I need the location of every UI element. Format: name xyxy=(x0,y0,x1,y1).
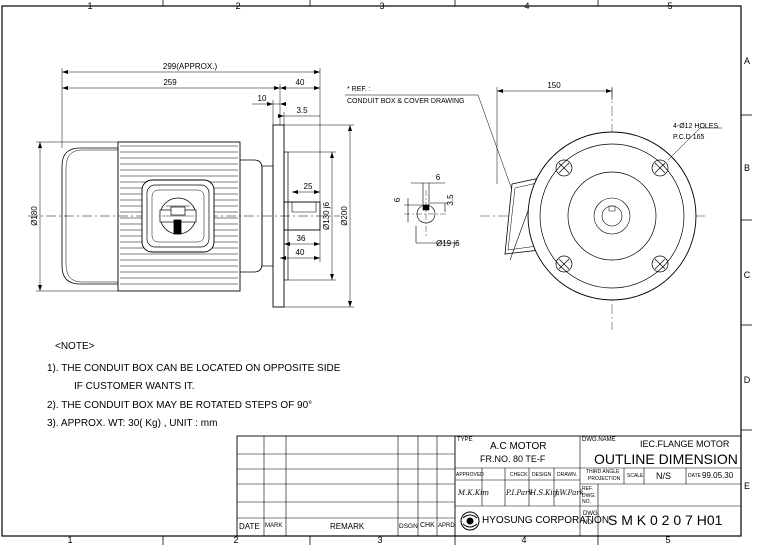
dim-dia-180: Ø180 xyxy=(30,206,39,226)
holes-note-1: 4-Ø12 HOLES xyxy=(673,123,718,130)
shaft-key-detail xyxy=(404,182,458,244)
check-label: CHECK xyxy=(510,472,528,478)
row-label-d: D xyxy=(744,375,751,385)
type-label: TYPE xyxy=(457,437,473,443)
dim-dia-130: Ø130 j6 xyxy=(322,201,331,230)
row-label-e: E xyxy=(744,481,750,491)
note-2: 2). THE CONDUIT BOX MAY BE ROTATED STEPS… xyxy=(47,400,313,411)
col-label-3-top: 3 xyxy=(379,1,384,11)
col-label-2-top: 2 xyxy=(235,1,240,11)
date-label: DATE xyxy=(688,473,701,479)
dwg-no-label-2: NO. xyxy=(583,520,594,526)
scale-label: SCALE xyxy=(627,473,644,479)
signature-approved: M.K.Kim xyxy=(458,489,489,497)
projection-2: PROJECTION xyxy=(588,476,621,482)
dim-40-lower: 40 xyxy=(296,248,305,257)
rev-header-mark: MARK xyxy=(265,523,283,529)
signature-design: H.S.Kim xyxy=(530,489,560,497)
dwg-name-label: DWG.NAME xyxy=(582,437,616,443)
dwg-name-1: IEC.FLANGE MOTOR xyxy=(640,439,730,449)
key-dim-6-top: 6 xyxy=(436,173,441,182)
type-value-1: A.C MOTOR xyxy=(490,441,547,452)
note-3: 3). APPROX. WT: 30( Kg) , UNIT : mm xyxy=(47,418,218,429)
row-label-a: A xyxy=(744,56,750,66)
dim-25: 25 xyxy=(304,182,313,191)
title-block-grid xyxy=(236,435,742,537)
signature-check: P.I.Park xyxy=(506,489,533,497)
design-label: DESIGN xyxy=(532,472,552,478)
key-dim-3-5: 3.5 xyxy=(446,194,455,206)
company-name: HYOSUNG CORPORATION xyxy=(482,515,610,526)
side-dimension-labels: 299(APPROX.) 259 40 10 3.5 25 36 40 Ø180… xyxy=(30,62,349,257)
frame-labels: 1 2 3 4 5 1 2 3 4 5 A B C D E xyxy=(67,1,750,545)
rev-header-remark: REMARK xyxy=(330,522,365,531)
col-label-5-bottom: 5 xyxy=(665,535,670,545)
ref-dwg-3: NO. xyxy=(582,499,591,505)
col-label-5-top: 5 xyxy=(667,1,672,11)
shaft-diameter: Ø19 j6 xyxy=(436,239,460,248)
drawn-label: DRAWN. xyxy=(557,472,578,478)
signature-drawn: J.W.Park xyxy=(555,489,584,497)
scale-value: N/S xyxy=(656,471,672,481)
mounting-holes xyxy=(555,159,669,273)
dim-end-150: 150 xyxy=(547,81,561,90)
note-heading: <NOTE> xyxy=(55,341,95,352)
dim-body-length: 259 xyxy=(163,78,177,87)
approved-label: APPROVED xyxy=(456,472,484,478)
dim-flange-offset: 40 xyxy=(296,78,305,87)
dim-3-5-flange: 3.5 xyxy=(296,106,308,115)
row-label-b: B xyxy=(744,163,750,173)
ref-line-1: * REF. : xyxy=(347,86,371,93)
end-view-arrows xyxy=(497,89,612,93)
dim-overall-length: 299(APPROX.) xyxy=(163,62,218,71)
dwg-no-label-1: DWG. xyxy=(583,511,600,517)
date-value: 99.05.30 xyxy=(702,471,734,480)
ref-dwg-2: DWG. xyxy=(582,493,596,499)
dim-36: 36 xyxy=(297,234,306,243)
ref-dwg-1: REF. xyxy=(582,486,593,492)
side-dimension-arrows xyxy=(38,70,352,307)
col-label-4-bottom: 4 xyxy=(521,535,526,545)
note-1b: IF CUSTOMER WANTS IT. xyxy=(74,381,195,392)
row-label-c: C xyxy=(744,270,751,280)
col-label-1-bottom: 1 xyxy=(67,535,72,545)
shaft-key-labels: 6 3.5 6 Ø19 j6 xyxy=(393,173,460,248)
motor-side-view xyxy=(28,124,340,308)
dwg-name-2: OUTLINE DIMENSION xyxy=(594,451,738,467)
dim-10: 10 xyxy=(258,94,267,103)
col-label-4-top: 4 xyxy=(524,1,529,11)
hyosung-logo-icon xyxy=(460,511,480,531)
drawing-number: S M K 0 2 0 7 H01 xyxy=(608,512,723,528)
projection-1: THIRD ANGLE xyxy=(586,469,620,475)
rev-header-chk: CHK xyxy=(420,522,435,529)
type-value-2: FR.NO. 80 TE-F xyxy=(480,454,546,464)
col-label-2-bottom: 2 xyxy=(233,535,238,545)
key-dim-6-left: 6 xyxy=(393,197,402,202)
rev-header-date: DATE xyxy=(239,522,260,531)
dim-dia-200: Ø200 xyxy=(340,206,349,226)
holes-note-2: P.C.D 165 xyxy=(673,134,704,141)
col-label-3-bottom: 3 xyxy=(377,535,382,545)
col-label-1-top: 1 xyxy=(87,1,92,11)
motor-end-view xyxy=(480,87,722,330)
note-1a: 1). THE CONDUIT BOX CAN BE LOCATED ON OP… xyxy=(47,363,341,374)
rev-header-dsgn: DSGN xyxy=(399,523,418,530)
end-view-labels: 150 4-Ø12 HOLES P.C.D 165 xyxy=(547,81,718,141)
ref-line-2: CONDUIT BOX & COVER DRAWING xyxy=(347,98,464,105)
side-dimensions xyxy=(36,68,354,308)
rev-header-aprd: APRD xyxy=(438,523,455,529)
ref-note: * REF. : CONDUIT BOX & COVER DRAWING xyxy=(345,86,513,191)
